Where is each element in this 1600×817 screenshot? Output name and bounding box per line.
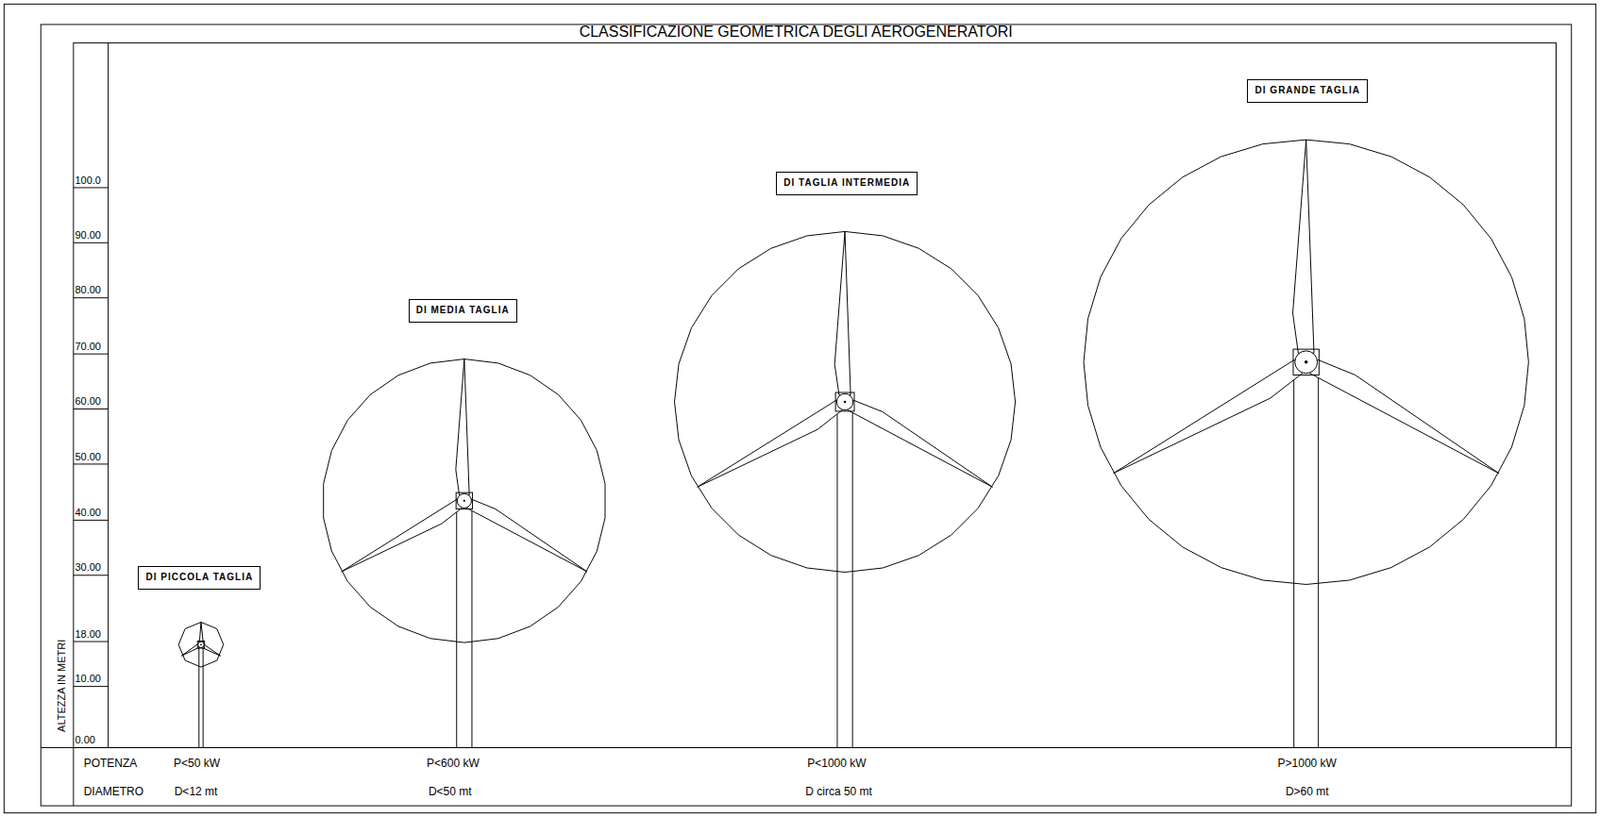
tick-label: 90.00 (74, 230, 102, 242)
power-value: P>1000 kW (1278, 757, 1337, 771)
nacelle (1293, 349, 1319, 375)
power-value: P<50 kW (173, 757, 220, 771)
tick-label: 10.00 (74, 673, 102, 686)
blade (1113, 359, 1303, 473)
label-box: DI GRANDE TAGLIA (1246, 79, 1368, 103)
tower-edge (202, 648, 204, 749)
size-class-label: DI GRANDE TAGLIA (1255, 85, 1361, 97)
tower-edge (836, 410, 838, 749)
diameter-value: D<12 mt (174, 786, 219, 799)
blade (466, 499, 588, 573)
hub-dot (463, 500, 466, 503)
size-class-label: DI MEDIA TAGLIA (416, 305, 510, 317)
nacelle (455, 492, 472, 509)
tick-label: 80.00 (74, 285, 102, 297)
label-box: DI PICCOLA TAGLIA (137, 566, 261, 590)
rotor-disc (674, 231, 1016, 573)
rotor-disc (323, 359, 606, 644)
hub-dot (1304, 360, 1309, 365)
row-header: POTENZA (84, 757, 138, 771)
tick-line (73, 353, 109, 355)
tick-label: 40.00 (74, 507, 102, 520)
tick-label: 60.00 (74, 396, 102, 408)
axis-title: ALTEZZA IN METRI (56, 639, 68, 732)
hub (456, 493, 472, 508)
power-value: P<1000 kW (807, 757, 866, 771)
table-divider (72, 747, 74, 807)
tick-label: 50.00 (74, 452, 102, 464)
baseline (40, 747, 1571, 749)
blade (199, 623, 204, 643)
tower-edge (1317, 373, 1319, 749)
size-class-label: DI PICCOLA TAGLIA (145, 572, 253, 584)
tick-line (73, 297, 109, 299)
tick-line (73, 574, 109, 576)
label-box: DI TAGLIA INTERMEDIA (775, 171, 918, 196)
power-value: P<600 kW (426, 757, 480, 771)
diameter-value: D circa 50 mt (805, 786, 873, 799)
tower-edge (471, 507, 472, 748)
tick-line (73, 186, 109, 188)
tower-edge (1293, 373, 1295, 749)
drawing-frame (40, 24, 1571, 807)
hub (198, 641, 204, 648)
blade (697, 400, 843, 488)
tick-label: 70.00 (74, 341, 102, 354)
hub-dot (843, 401, 847, 405)
outer-border (3, 3, 1596, 813)
tower-edge (198, 648, 200, 749)
tick-label: 0.00 (74, 735, 95, 747)
tick-label: 100.0 (74, 175, 102, 187)
tick-line (73, 641, 109, 643)
tower-edge (455, 507, 457, 748)
tower-edge (852, 410, 854, 749)
tick-line (73, 242, 109, 244)
tick-label: 30.00 (74, 562, 102, 574)
rotor-disc (178, 623, 224, 669)
nacelle (197, 641, 204, 649)
nacelle (835, 392, 855, 412)
tick-line (73, 686, 109, 688)
tick-line (73, 520, 109, 522)
blade (834, 231, 851, 396)
hub (1295, 351, 1318, 374)
tick-line (73, 408, 109, 410)
blade (847, 400, 993, 488)
label-box: DI MEDIA TAGLIA (408, 299, 518, 323)
diagram-title: CLASSIFICAZIONE GEOMETRICA DEGLI AEROGEN… (579, 24, 1013, 41)
diameter-value: D<50 mt (428, 786, 472, 799)
chart-frame (73, 42, 1557, 748)
rotor-disc (1083, 139, 1529, 585)
hub (836, 393, 853, 410)
blade (455, 359, 470, 496)
blade (1310, 359, 1499, 473)
tick-line (73, 463, 109, 465)
hub-dot (200, 643, 203, 646)
blade (341, 499, 463, 573)
size-class-label: DI TAGLIA INTERMEDIA (783, 178, 910, 189)
tick-label: 18.00 (74, 629, 102, 641)
blade (1293, 139, 1314, 354)
tick-line (73, 747, 109, 749)
diameter-value: D>60 mt (1285, 786, 1330, 799)
row-header: DIAMETRO (84, 786, 144, 799)
